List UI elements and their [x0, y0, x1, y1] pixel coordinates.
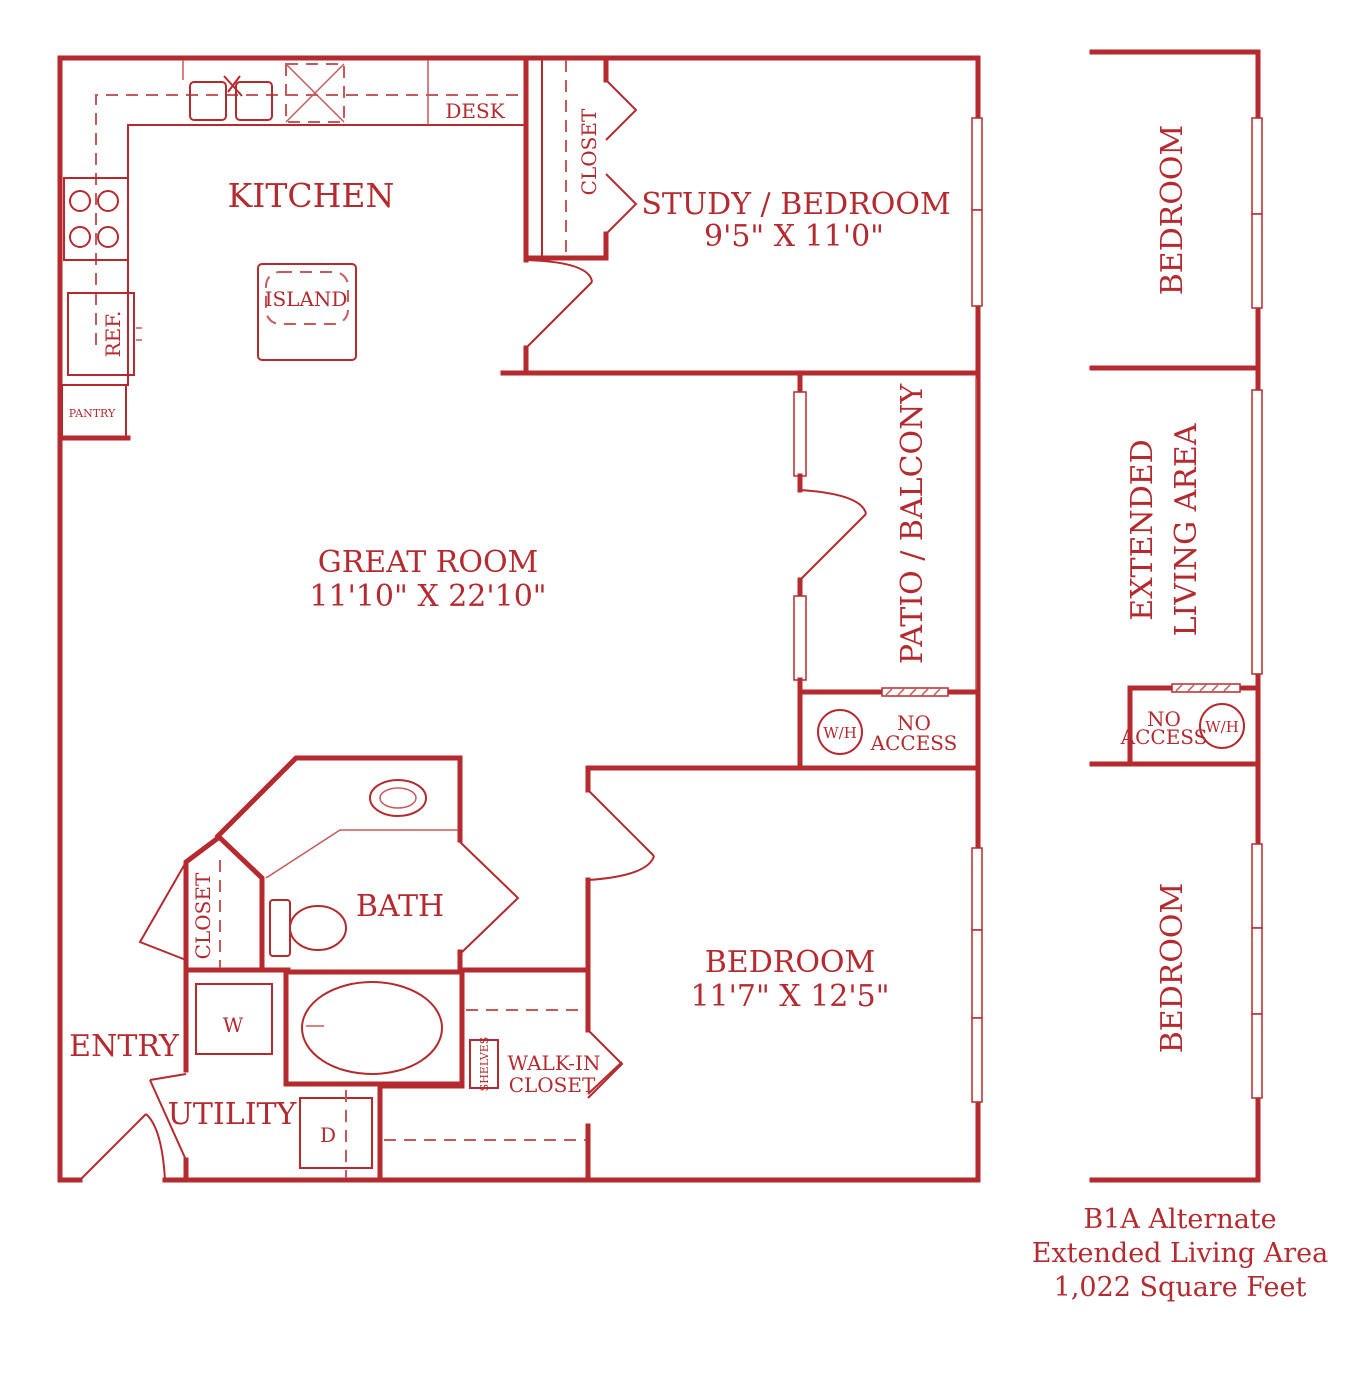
great-room-dim-label: 11'10" X 22'10" [309, 579, 546, 614]
patio-label: PATIO / BALCONY [895, 383, 930, 665]
shelves-label: SHELVES [478, 1037, 491, 1092]
utility-label: UTILITY [168, 1097, 298, 1132]
washer-label: W [223, 1013, 244, 1037]
wh-label: W/H [823, 724, 857, 742]
study-walls [500, 55, 983, 376]
island-label: ISLAND [265, 287, 348, 311]
walkin-label-2: CLOSET [509, 1073, 596, 1097]
caption-line-3: 1,022 Square Feet [1053, 1272, 1307, 1303]
no-access-label-1: NO [897, 711, 931, 735]
caption-line-1: B1A Alternate [1083, 1204, 1277, 1235]
alt-no-access-label-2: ACCESS [1120, 725, 1208, 749]
alternate-plan-walls [1089, 49, 1263, 1183]
alt-wh-label: W/H [1205, 718, 1239, 736]
bedroom-name-label: BEDROOM [705, 945, 876, 980]
study-name-label: STUDY / BEDROOM [641, 187, 950, 222]
patio-walls [793, 375, 981, 771]
great-room-name-label: GREAT ROOM [318, 545, 539, 580]
walkin-label-1: WALK-IN [508, 1051, 601, 1075]
alt-extended-label-1: EXTENDED [1125, 439, 1160, 620]
bath-label: BATH [356, 889, 444, 924]
study-dim-label: 9'5" X 11'0" [704, 219, 884, 254]
no-access-label-2: ACCESS [870, 731, 958, 755]
entry-label: ENTRY [69, 1029, 180, 1064]
bath-walls [138, 755, 520, 1087]
bath-closet-label: CLOSET [191, 872, 215, 959]
alt-no-access-label-1: NO [1147, 707, 1181, 731]
caption-line-2: Extended Living Area [1031, 1238, 1329, 1269]
study-closet-label: CLOSET [577, 108, 601, 195]
utility-walls [79, 967, 383, 1183]
desk-label: DESK [445, 99, 505, 123]
alt-bedroom-top-label: BEDROOM [1155, 125, 1190, 296]
dryer-label: D [320, 1123, 336, 1147]
bedroom-walls [585, 765, 983, 1183]
alt-extended-label-2: LIVING AREA [1169, 423, 1204, 636]
alt-bedroom-bottom-label: BEDROOM [1155, 883, 1190, 1054]
outer-walls [57, 55, 981, 1183]
ref-label: REF. [101, 311, 125, 358]
kitchen-label: KITCHEN [228, 176, 395, 215]
bedroom-dim-label: 11'7" X 12'5" [690, 979, 889, 1014]
plan-caption: B1A Alternate Extended Living Area 1,022… [1010, 1203, 1350, 1305]
pantry-label: PANTRY [69, 407, 116, 420]
kitchen-counter [57, 60, 524, 441]
